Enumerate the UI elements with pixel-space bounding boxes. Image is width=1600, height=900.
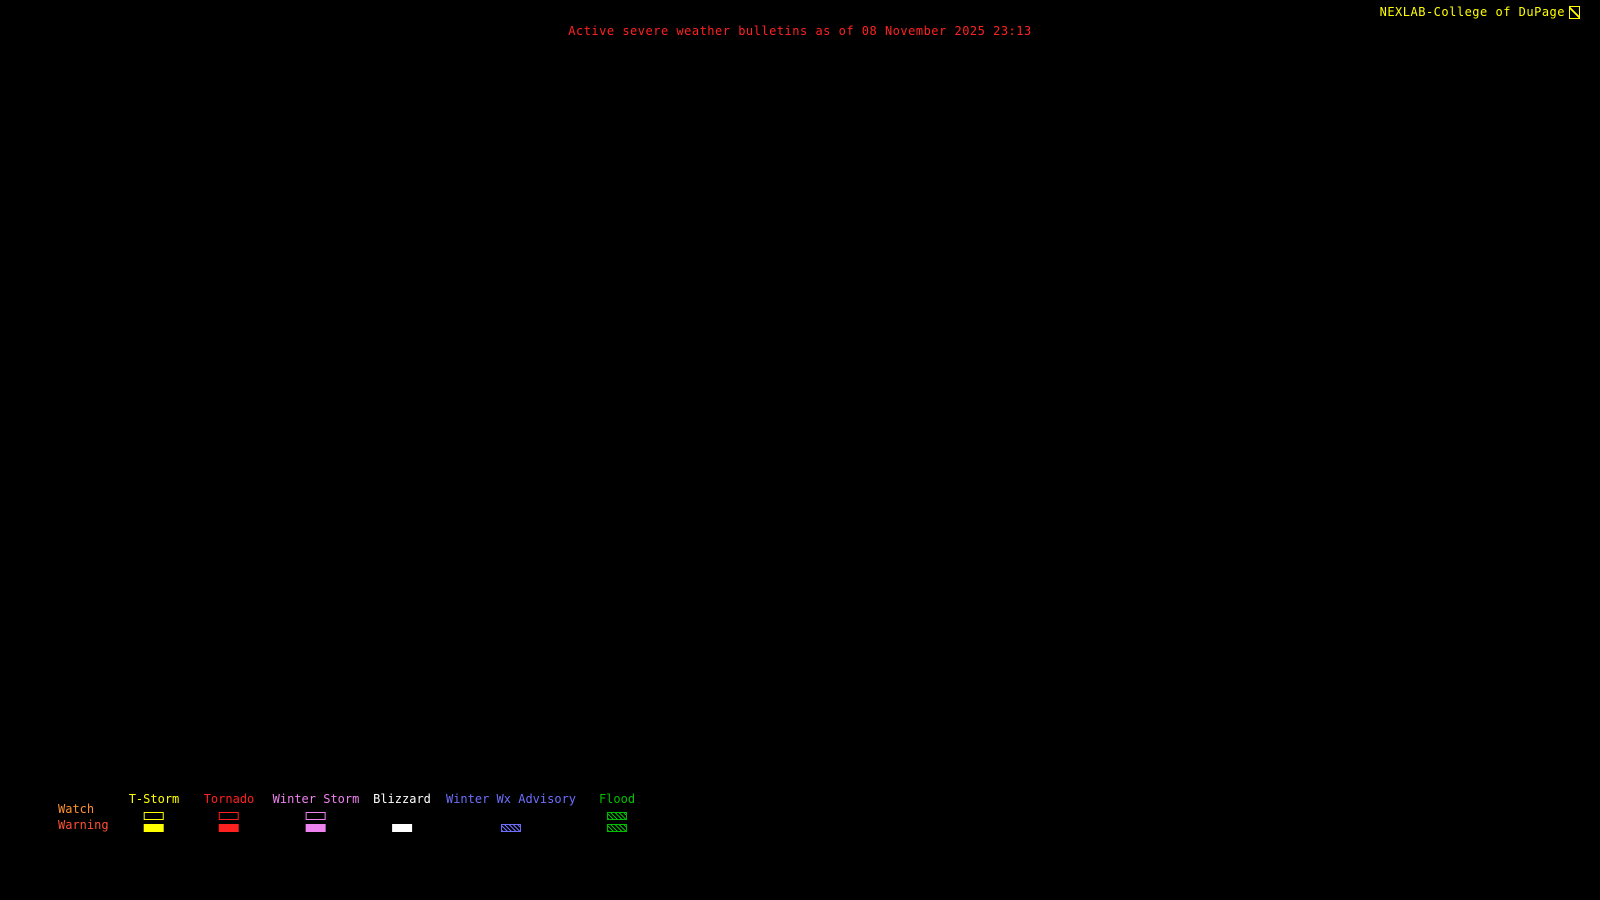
- legend-swatch-tstorm-warning: [143, 824, 164, 832]
- legend-col-blizzard: Blizzard: [373, 792, 431, 832]
- corner-logo-icon: [1569, 5, 1580, 19]
- legend-swatch-tornado-watch: [218, 812, 239, 820]
- legend-col-flood: Flood: [599, 792, 635, 832]
- legend-label-winter-storm: Winter Storm: [272, 792, 360, 806]
- legend-label-tornado: Tornado: [203, 792, 255, 806]
- legend-swatch-tornado-warning: [218, 824, 239, 832]
- legend-col-tornado: Tornado: [203, 792, 255, 832]
- legend-swatch-flood-watch: [607, 812, 627, 820]
- legend-row-label-watch: Watch: [58, 802, 95, 816]
- legend-label-tstorm: T-Storm: [128, 792, 180, 806]
- legend: Watch Warning T-Storm Tornado Winter Storm…: [0, 792, 740, 844]
- legend-swatch-winter-wx-advisory-warning: [500, 824, 521, 832]
- legend-swatch-blizzard-warning: [391, 824, 412, 832]
- legend-swatch-tstorm-watch: [143, 812, 164, 820]
- page-title: Active severe weather bulletins as of 08…: [568, 24, 1032, 38]
- brand-text: NEXLAB-College of DuPage: [1379, 5, 1565, 19]
- legend-swatch-winter-storm-watch: [305, 812, 326, 820]
- legend-row-label-warning: Warning: [58, 818, 109, 832]
- legend-label-blizzard: Blizzard: [373, 792, 431, 806]
- legend-swatch-winter-storm-warning: [305, 824, 326, 832]
- legend-label-winter-wx-advisory: Winter Wx Advisory: [445, 792, 577, 806]
- brand: NEXLAB-College of DuPage: [1380, 5, 1580, 19]
- legend-col-winter-wx-advisory: Winter Wx Advisory: [446, 792, 576, 832]
- legend-label-flood: Flood: [598, 792, 636, 806]
- legend-col-tstorm: T-Storm: [128, 792, 180, 832]
- legend-swatch-flood-warning: [607, 824, 627, 832]
- legend-col-winter-storm: Winter Storm: [272, 792, 360, 832]
